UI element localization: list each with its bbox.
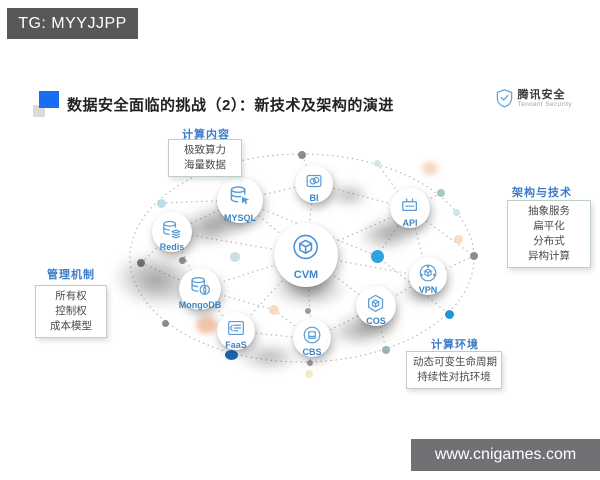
watermark-bottom: www.cnigames.com (411, 439, 600, 471)
callout-item: 异构计算 (528, 250, 570, 262)
node-label: FaaS (225, 340, 247, 350)
logo-title: 腾讯安全 (517, 88, 566, 101)
node-dot (157, 199, 166, 208)
node-dot (230, 252, 240, 262)
tencent-security-logo: 腾讯安全 Tencent Security (495, 88, 572, 109)
node-label: Redis (159, 242, 185, 252)
callout-item: 控制权 (55, 305, 87, 317)
node-mysql: MYSQL (217, 177, 263, 223)
node-dot (374, 160, 381, 167)
cos-object-storage-icon (368, 294, 384, 312)
node-dot (305, 308, 311, 314)
node-dot (298, 151, 306, 159)
node-redis: Redis (152, 212, 192, 252)
node-dot (454, 235, 463, 244)
callout-item: 分布式 (533, 235, 565, 247)
callout-compute-content-title: 计算内容 (182, 129, 230, 141)
callout-compute-content-box: 极致算力 海量数据 (168, 139, 242, 177)
node-dot (305, 370, 313, 378)
node-dot (137, 259, 145, 267)
node-label: BI (309, 193, 319, 203)
api-gateway-icon (402, 197, 418, 211)
node-faas: FaaS (217, 312, 255, 350)
node-cbs: CBS (293, 319, 331, 357)
node-dot (269, 305, 279, 315)
node-label: CBS (302, 347, 322, 357)
callout-environment-title: 计算环境 (431, 339, 479, 351)
callout-environment-box: 动态可变生命周期 持续性对抗环境 (406, 351, 502, 389)
node-label: MYSQL (223, 213, 257, 223)
node-mongodb: MongoDB (179, 268, 221, 310)
page-title: 数据安全面临的挑战（2）：新技术及架构的演进 (67, 96, 394, 114)
node-dot (437, 189, 445, 197)
watermark-top: TG: MYYJJPP (7, 8, 138, 39)
callout-item: 扁平化 (533, 220, 565, 232)
node-bi: BI (295, 165, 333, 203)
callout-item: 海量数据 (184, 159, 226, 171)
node-dot (179, 257, 186, 264)
node-label: API (402, 218, 418, 228)
faas-function-icon (228, 321, 244, 336)
node-label: MongoDB (178, 300, 222, 310)
cvm-server-icon (293, 234, 319, 260)
logo-subtitle: Tencent Security (517, 100, 572, 108)
callout-architecture-title: 架构与技术 (512, 187, 572, 199)
node-dot (307, 360, 313, 366)
mysql-database-icon (230, 186, 249, 205)
watermark-top-text: TG: MYYJJPP (18, 14, 127, 32)
node-dot (371, 250, 384, 263)
peach-blur (196, 316, 218, 334)
peach-blur (422, 162, 438, 175)
node-cvm: CVM (274, 223, 338, 287)
callout-item: 极致算力 (184, 144, 226, 156)
vpn-network-icon (419, 264, 437, 282)
callout-management-title: 管理机制 (47, 269, 95, 281)
callout-management-box: 所有权 控制权 成本模型 (35, 285, 107, 338)
node-dot (382, 346, 390, 354)
node-dot (470, 252, 478, 260)
bi-analytics-icon (306, 175, 322, 188)
callout-architecture-box: 抽象服务 扁平化 分布式 异构计算 (507, 200, 591, 268)
watermark-bottom-text: www.cnigames.com (434, 446, 577, 463)
callout-item: 抽象服务 (528, 205, 570, 217)
header: 数据安全面临的挑战（2）：新技术及架构的演进 (33, 90, 394, 118)
node-dot (445, 310, 454, 319)
callout-item: 动态可变生命周期 (413, 356, 497, 368)
node-label: COS (366, 316, 386, 326)
cbs-storage-icon (303, 326, 321, 344)
title-bullet-icon (33, 91, 59, 117)
node-vpn: VPN (409, 257, 447, 295)
node-cos: COS (356, 286, 396, 326)
node-label: CVM (293, 269, 319, 281)
node-dot (225, 350, 238, 360)
mongodb-database-icon (191, 276, 210, 295)
node-dot (162, 320, 169, 327)
redis-database-icon (163, 220, 181, 239)
node-api: API (390, 188, 430, 228)
node-dot (453, 209, 460, 216)
callout-item: 所有权 (55, 290, 87, 302)
callout-item: 成本模型 (50, 320, 92, 332)
shield-check-icon (496, 89, 512, 108)
callout-item: 持续性对抗环境 (417, 371, 491, 383)
node-label: VPN (418, 285, 438, 295)
